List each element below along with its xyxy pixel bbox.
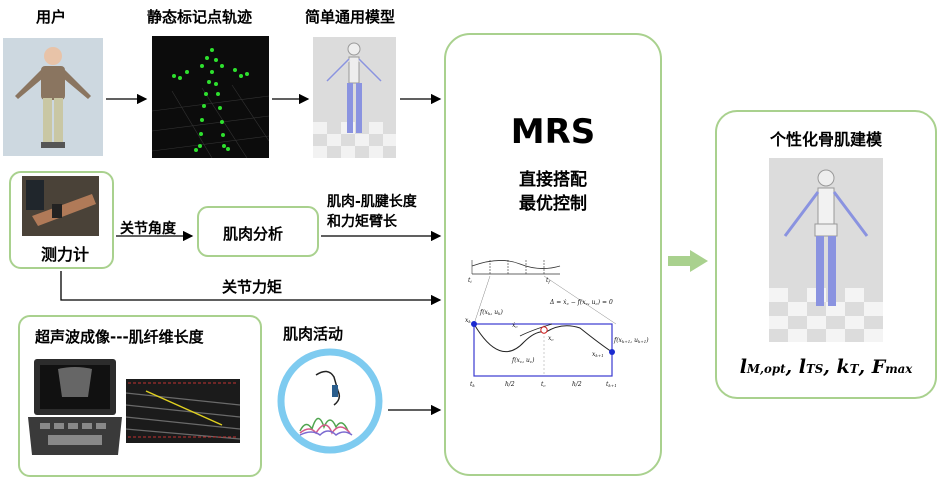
- muscle-analysis-box: [197, 206, 319, 257]
- label-joint-angle: 关节角度: [120, 221, 176, 237]
- arrow-torque-to-mrs: [60, 271, 442, 306]
- node-h1: h/2: [505, 381, 515, 388]
- mrs-subtitle-1: 直接搭配: [519, 170, 587, 190]
- node-tk1: tk+1: [606, 381, 617, 388]
- x-k-label: xk: [465, 317, 471, 324]
- collocation-diagram: xk f(xk, uk) ẋc Δ = ẋc − f(xc, uc) = 0 f…: [465, 260, 649, 388]
- user-avatar-image: [3, 38, 103, 156]
- xc-label: ẋc: [512, 322, 518, 329]
- label-muscle-activity: 肌肉活动: [283, 325, 344, 343]
- tf-label: tf: [546, 277, 551, 284]
- mrs-title: MRS: [510, 112, 596, 152]
- node-tk: tk: [470, 381, 475, 388]
- generic-model-image: [313, 37, 396, 158]
- f-k-label: f(xk, uk): [479, 309, 504, 316]
- marker-trajectory-image: [152, 36, 269, 158]
- label-generic-model: 简单通用模型: [305, 8, 396, 26]
- arrow-mrs-to-output: [668, 250, 708, 272]
- output-title: 个性化骨肌建模: [769, 130, 882, 149]
- ti-label: ti: [468, 277, 472, 284]
- emg-ring-image: [276, 347, 384, 455]
- f-k1-label: f(xk+1, uk+1): [613, 337, 649, 344]
- mrs-box: [444, 33, 662, 476]
- param-fmax: Fmax: [871, 356, 913, 378]
- node-h2: h/2: [572, 381, 582, 388]
- ultrasound-device-image: [28, 357, 122, 457]
- personalized-model-image: [769, 158, 883, 342]
- f-c-label: f(xc, uc): [511, 357, 535, 364]
- mrs-subtitle-2: 最优控制: [519, 194, 587, 214]
- delta-label: Δ = ẋc − f(xc, uc) = 0: [549, 299, 613, 306]
- label-mt-length-2: 和力矩臂长: [327, 214, 397, 230]
- x-c-label: xc: [548, 335, 554, 342]
- param-lmopt: lM,opt: [739, 356, 786, 378]
- label-mt-length-1: 肌肉-肌腱长度: [327, 194, 417, 210]
- param-kt: kT: [836, 356, 859, 378]
- ultrasound-scan-image: [126, 379, 240, 443]
- label-dynamometer: 测力计: [41, 245, 90, 264]
- x-k1-label: xk+1: [592, 351, 604, 358]
- param-lts: lTS: [798, 356, 824, 378]
- label-muscle-analysis: 肌肉分析: [223, 225, 284, 243]
- node-tc: tc: [541, 381, 546, 388]
- label-user: 用户: [36, 8, 67, 26]
- label-joint-torque: 关节力矩: [222, 278, 283, 296]
- label-markers: 静态标记点轨迹: [147, 8, 253, 26]
- params-row: lM,opt, lTS, kT, Fmax: [739, 356, 913, 378]
- dynamometer-image: [22, 176, 99, 236]
- label-ultrasound: 超声波成像---肌纤维长度: [35, 328, 204, 346]
